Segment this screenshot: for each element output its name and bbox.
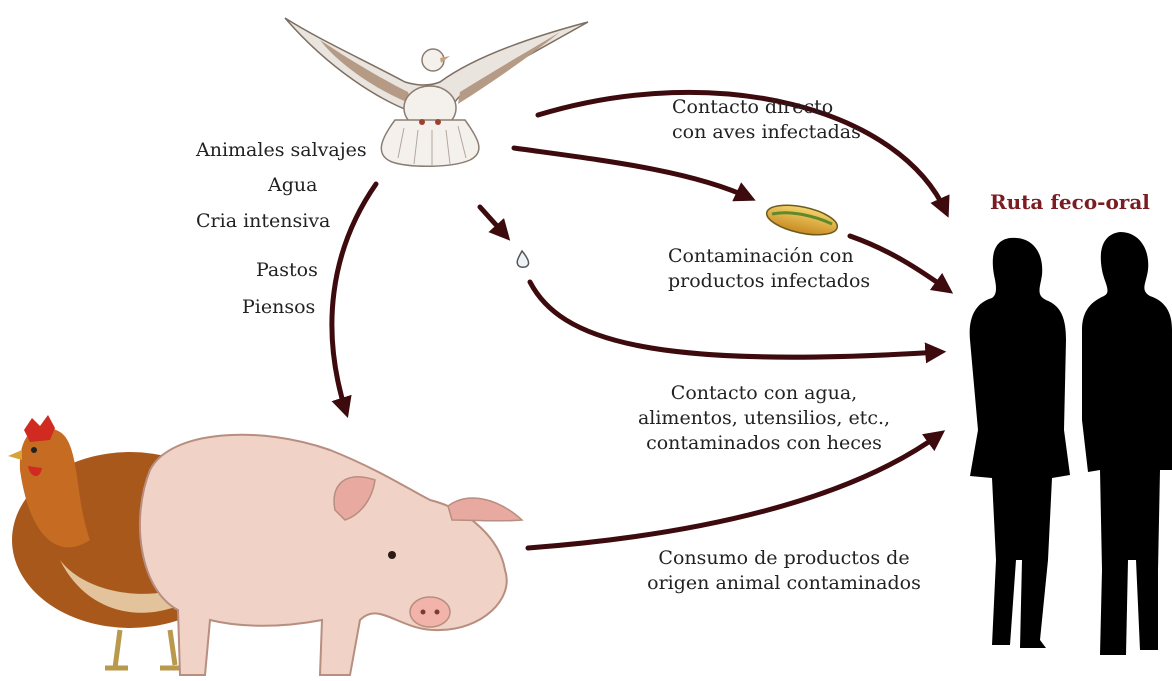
direct-contact-line-1: Contacto directo bbox=[672, 95, 833, 120]
bread-icon bbox=[764, 200, 840, 240]
label-intensive-farming: Cria intensiva bbox=[196, 209, 330, 234]
pig-icon bbox=[140, 435, 522, 675]
man-silhouette-icon bbox=[1082, 232, 1172, 655]
arrow-dove-to-water bbox=[480, 207, 506, 236]
animal-products-line-1: Consumo de productos de bbox=[658, 546, 909, 571]
label-pastures: Pastos bbox=[256, 258, 318, 283]
fecal-oral-route-title: Ruta feco-oral bbox=[990, 190, 1150, 214]
water-drop-icon bbox=[517, 251, 528, 267]
contaminated-products-line-1: Contaminación con bbox=[668, 244, 854, 269]
animal-products-line-2: origen animal contaminados bbox=[647, 571, 921, 596]
feces-contact-line-3: contaminados con heces bbox=[646, 431, 882, 456]
label-water: Agua bbox=[268, 173, 317, 198]
arrow-sources-to-livestock bbox=[332, 184, 376, 412]
feces-contact-line-2: alimentos, utensilios, etc., bbox=[638, 406, 890, 431]
label-feed: Piensos bbox=[242, 295, 315, 320]
contaminated-products-line-2: productos infectados bbox=[668, 269, 870, 294]
direct-contact-line-2: con aves infectadas bbox=[672, 120, 861, 145]
feces-contact-line-1: Contacto con agua, bbox=[671, 381, 857, 406]
label-wild-animals: Animales salvajes bbox=[196, 138, 367, 163]
woman-silhouette-icon bbox=[970, 238, 1070, 648]
arrow-dove-to-bread bbox=[514, 148, 750, 198]
